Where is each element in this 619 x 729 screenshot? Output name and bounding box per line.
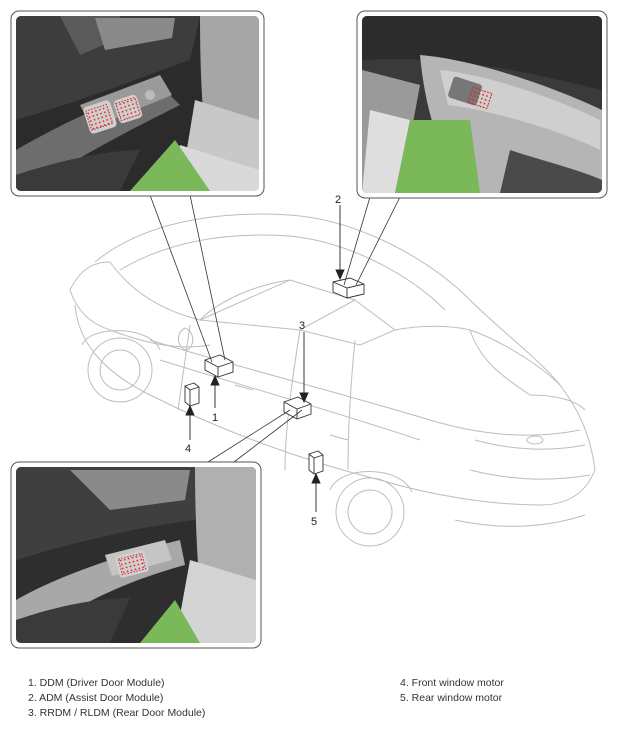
leader-lines: [149, 194, 401, 463]
callout-label-3: 3: [299, 320, 305, 332]
inset-assist-door: [356, 10, 608, 199]
legend-item-2: 2. ADM (Assist Door Module): [28, 692, 164, 704]
inset-driver-door: [10, 10, 265, 197]
legend-left: 1. DDM (Driver Door Module) 2. ADM (Assi…: [28, 676, 205, 721]
door-module-diagram: 1 2 3 4 5: [10, 10, 608, 649]
legend-item-3: 3. RRDM / RLDM (Rear Door Module): [28, 707, 206, 719]
inset-rear-door: [10, 461, 262, 649]
callout-arrows: [185, 205, 345, 512]
legend-item-4: 4. Front window motor: [400, 677, 504, 689]
legend-item-1: 1. DDM (Driver Door Module): [28, 677, 165, 689]
callout-label-5: 5: [311, 516, 317, 528]
legend-item-5: 5. Rear window motor: [400, 692, 503, 704]
callout-label-4: 4: [185, 443, 191, 455]
legend-right: 4. Front window motor 5. Rear window mot…: [400, 676, 504, 706]
callout-label-2: 2: [335, 194, 341, 206]
callout-label-1: 1: [212, 412, 218, 424]
car-outline: [69, 213, 596, 547]
